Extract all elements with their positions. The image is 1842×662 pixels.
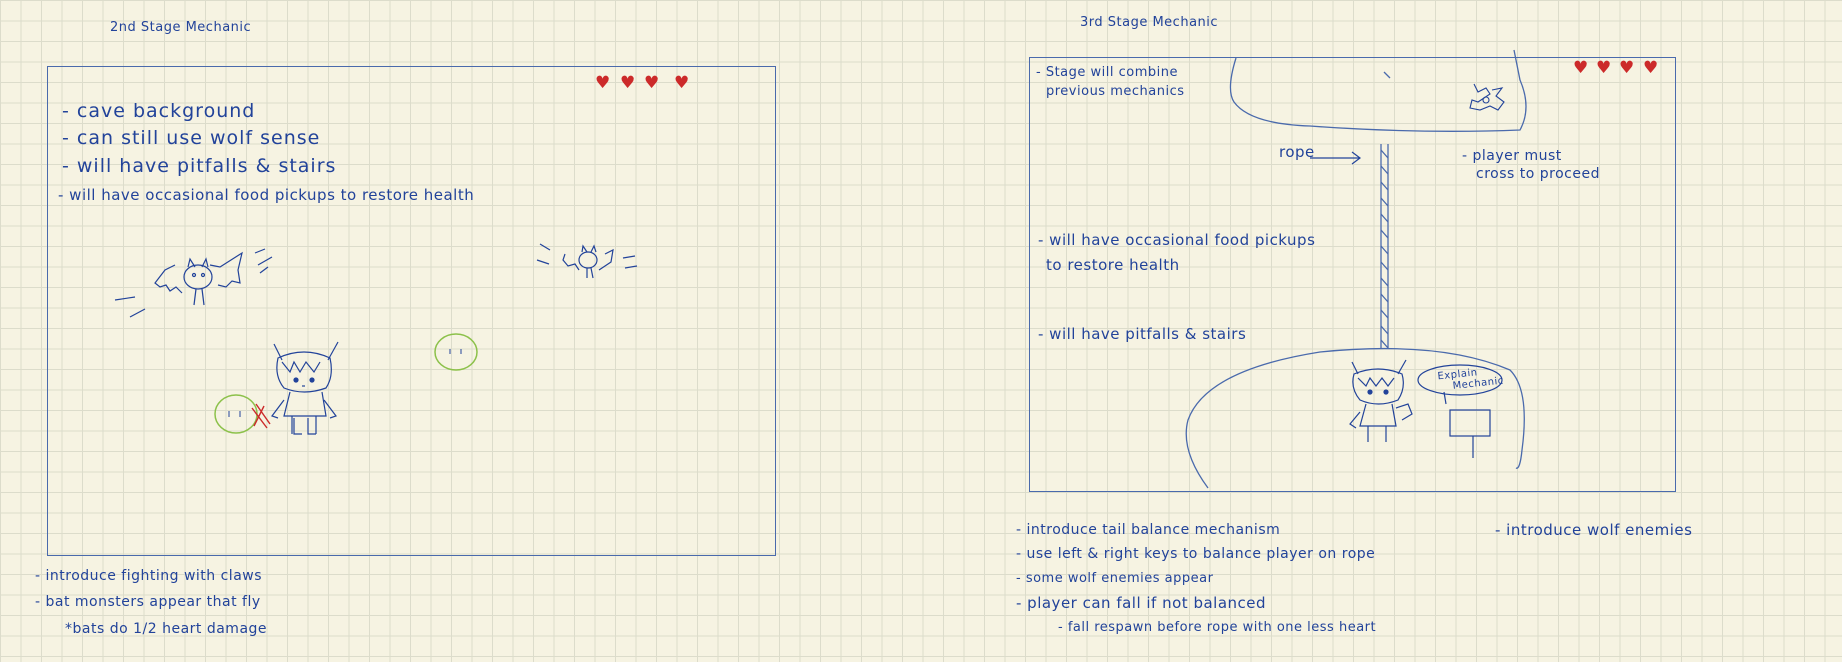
note-line: - will have occasional food pickups	[1038, 231, 1316, 249]
sign-post	[1417, 364, 1503, 458]
stage2-note: - will have pitfalls & stairs	[62, 155, 337, 177]
wolf-character	[271, 341, 339, 435]
note-line: - Stage will combine	[1036, 65, 1178, 80]
pitfall-note: - will have pitfalls & stairs	[1038, 325, 1247, 343]
food-note: - will have occasional food pickups to r…	[1038, 228, 1315, 278]
note-line: cross to proceed	[1476, 166, 1600, 182]
note-line: to restore health	[1046, 256, 1180, 274]
stage2-bottom-note: - introduce fighting with claws	[35, 568, 263, 584]
stage3-title: 3rd Stage Mechanic	[1080, 15, 1219, 30]
stage3-frame	[1029, 57, 1676, 492]
rope-label: rope	[1279, 143, 1315, 161]
bat-sketch	[114, 248, 273, 318]
stage3-bottom-note: - fall respawn before rope with one less…	[1058, 620, 1377, 635]
stage2-note: - cave background	[62, 100, 256, 122]
stage3-bottom-note: - use left & right keys to balance playe…	[1016, 546, 1376, 562]
stage2-bottom-note: - bat monsters appear that fly	[35, 594, 261, 610]
heart-icon: ♥	[1643, 58, 1659, 78]
heart-icon: ♥	[674, 73, 690, 93]
stage2-title: 2nd Stage Mechanic	[110, 20, 252, 35]
wolf-enemy-sketch	[1469, 83, 1505, 111]
stage3-bottom-note: - introduce tail balance mechanism	[1016, 522, 1281, 538]
combine-note: - Stage will combine previous mechanics	[1036, 63, 1185, 101]
slime-enemy	[434, 333, 478, 371]
heart-icon: ♥	[595, 73, 611, 93]
stage2-note: - will have occasional food pickups to r…	[58, 186, 475, 204]
wolf-character	[1349, 359, 1413, 442]
heart-icon: ♥	[620, 73, 636, 93]
slime-enemy	[214, 394, 271, 434]
cliff-platforms	[1185, 49, 1527, 489]
wolf-enemies-note: - introduce wolf enemies	[1495, 521, 1693, 539]
stage2-frame	[47, 66, 776, 556]
stage2-bottom-note: *bats do 1/2 heart damage	[65, 621, 268, 637]
heart-icon: ♥	[1619, 58, 1635, 78]
note-line: - player must	[1462, 148, 1562, 164]
note-line: previous mechanics	[1046, 84, 1185, 99]
stage2-note: - can still use wolf sense	[62, 127, 321, 149]
bat-sketch	[536, 243, 638, 279]
stage3-bottom-note: - player can fall if not balanced	[1016, 594, 1267, 612]
cross-note: - player must cross to proceed	[1462, 147, 1600, 183]
arrow-icon	[1310, 151, 1361, 165]
heart-icon: ♥	[1596, 58, 1612, 78]
stage3-bottom-note: - some wolf enemies appear	[1016, 571, 1214, 586]
heart-icon: ♥	[1573, 58, 1589, 78]
heart-icon: ♥	[644, 73, 660, 93]
